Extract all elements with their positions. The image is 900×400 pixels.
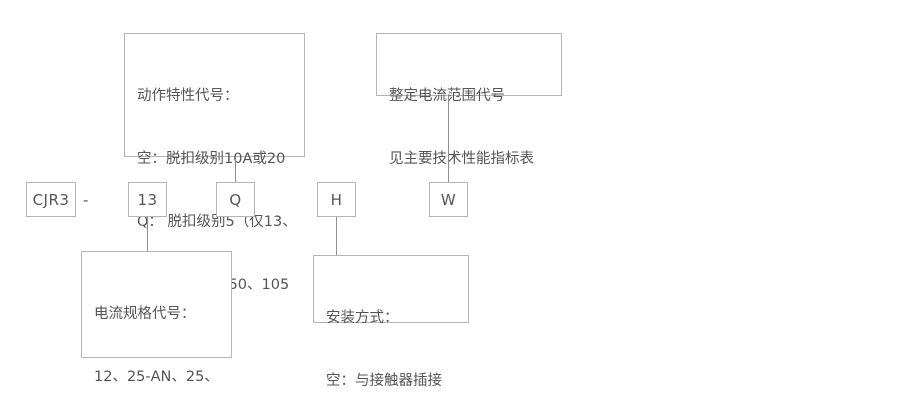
note-box-mounting: 安装方式： 空：与接触器插接 H 独立安装 [313, 255, 469, 389]
code-box-label: 13 [137, 190, 158, 209]
note-line: 空：脱扣级别10A或20 [137, 151, 286, 167]
code-box-label: W [440, 190, 457, 209]
code-box-label: CJR3 [32, 190, 70, 209]
connector-current-range [448, 96, 449, 182]
code-box-series: CJR3 [26, 182, 76, 217]
note-line: 12、25-AN、25、 [94, 369, 219, 385]
code-box-label: H [330, 190, 343, 209]
code-box-trip-class: Q [216, 182, 255, 217]
connector-trip-characteristic [235, 157, 236, 182]
note-box-trip-characteristic: 动作特性代号： 空：脱扣级别10A或20 Q： 脱扣级别5（仅13、 25-AN… [124, 33, 305, 356]
note-line: 空：与接触器插接 [326, 373, 442, 389]
code-box-current-rating: 13 [128, 182, 167, 217]
code-box-current-range: W [429, 182, 468, 217]
note-line: Q： 脱扣级别5（仅13、 [137, 214, 297, 230]
note-line: 整定电流范围代号 [389, 88, 505, 104]
code-box-mounting: H [317, 182, 356, 217]
note-box-current-range: 整定电流范围代号 见主要技术性能指标表 [376, 33, 562, 167]
note-line: 电流规格代号： [94, 306, 196, 322]
note-box-current-rating: 电流规格代号： 12、25-AN、25、 50、105B、105、 160B、1… [81, 251, 232, 385]
code-separator-dash: - [83, 191, 89, 209]
note-line: 安装方式： [326, 310, 399, 326]
connector-current-rating [147, 217, 148, 251]
note-line: 见主要技术性能指标表 [389, 151, 534, 167]
note-line: 动作特性代号： [137, 88, 239, 104]
connector-mounting [336, 217, 337, 255]
code-box-label: Q [229, 190, 242, 209]
